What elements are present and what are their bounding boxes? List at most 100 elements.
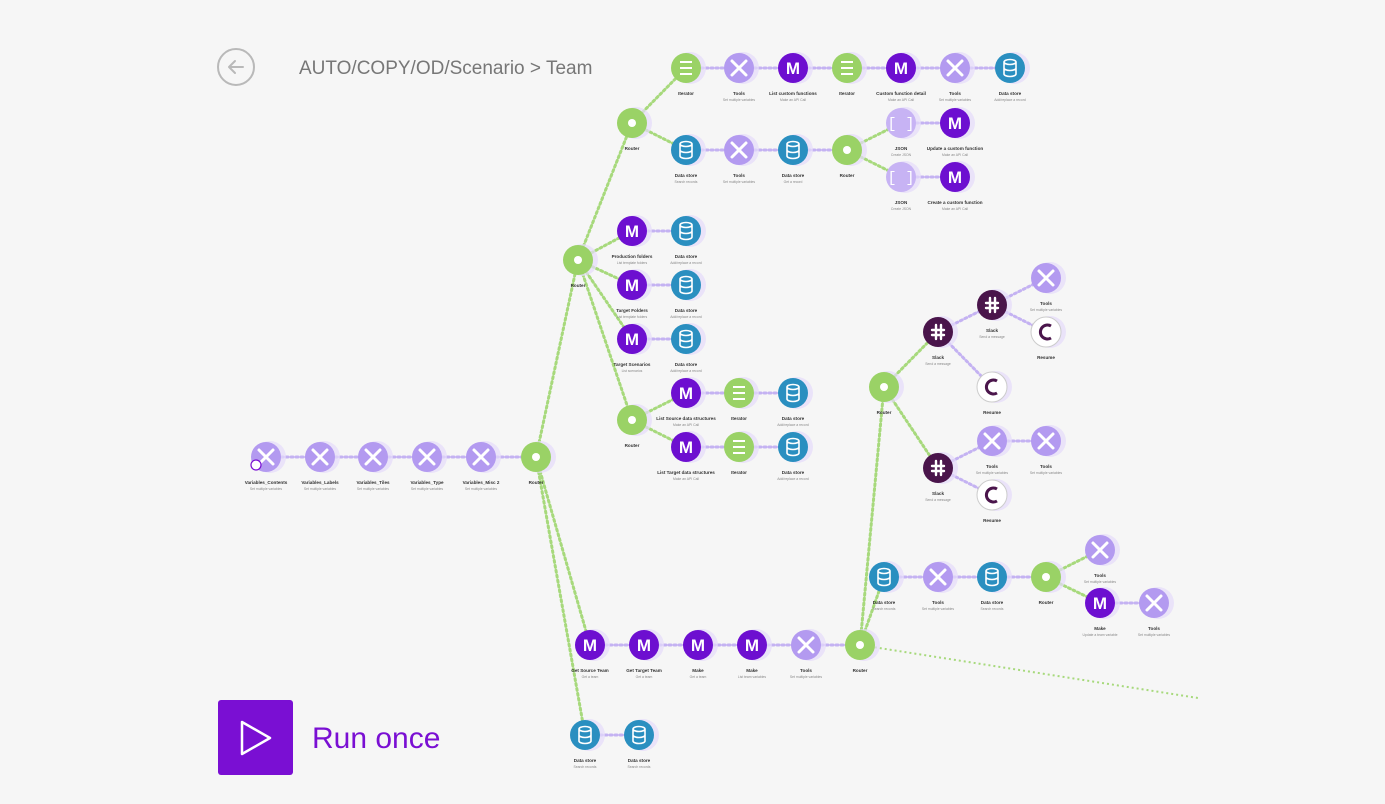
module-circle[interactable] — [737, 630, 767, 660]
module-circle[interactable] — [683, 630, 713, 660]
router-module[interactable]: Router — [521, 441, 556, 485]
connection-line[interactable] — [576, 121, 634, 262]
module-circle[interactable] — [629, 630, 659, 660]
iterator-module[interactable]: Iterator — [671, 52, 706, 96]
router-module[interactable]: Router — [832, 134, 867, 178]
resume-module[interactable]: Resume — [976, 479, 1012, 523]
connection-line[interactable] — [859, 644, 1199, 699]
module-circle[interactable] — [977, 290, 1007, 320]
trigger-clock-icon[interactable] — [250, 459, 262, 471]
router-module[interactable]: Router — [845, 629, 880, 673]
module-circle[interactable] — [671, 135, 701, 165]
iterator-module[interactable]: Iterator — [832, 52, 867, 96]
resume-module[interactable]: Resume — [1030, 316, 1066, 360]
module-circle[interactable] — [671, 432, 701, 462]
iterator-module[interactable]: Iterator — [724, 377, 759, 421]
module-circle[interactable] — [617, 324, 647, 354]
router-module[interactable]: Router — [563, 244, 598, 288]
run-once-button[interactable] — [218, 700, 293, 775]
module-circle[interactable] — [1085, 588, 1115, 618]
module-circle[interactable] — [671, 324, 701, 354]
module-circle[interactable] — [886, 162, 916, 192]
module-circle[interactable] — [886, 108, 916, 138]
module-circle[interactable] — [671, 216, 701, 246]
resume-module[interactable]: Resume — [976, 371, 1012, 415]
connection-line[interactable] — [534, 258, 580, 459]
module-circle[interactable] — [940, 108, 970, 138]
module-circle[interactable] — [977, 562, 1007, 592]
module-circle[interactable] — [575, 630, 605, 660]
module-circle[interactable] — [671, 378, 701, 408]
connection-line[interactable] — [576, 258, 634, 422]
module-circle[interactable] — [778, 378, 808, 408]
module-circle[interactable] — [886, 53, 916, 83]
router-module[interactable]: Router — [617, 107, 652, 151]
run-once-label[interactable]: Run once — [312, 722, 441, 755]
module-circle[interactable] — [778, 53, 808, 83]
connection-line[interactable] — [858, 385, 886, 647]
module-circle[interactable] — [1030, 316, 1062, 348]
module-circle[interactable] — [778, 432, 808, 462]
module-circle[interactable] — [869, 562, 899, 592]
module-circle[interactable] — [617, 270, 647, 300]
router-module[interactable]: Router — [869, 371, 904, 415]
module-circle[interactable] — [617, 216, 647, 246]
module-circle[interactable] — [778, 135, 808, 165]
iterator-module[interactable]: Iterator — [724, 431, 759, 475]
module-circle[interactable] — [976, 479, 1008, 511]
module-circle[interactable] — [995, 53, 1025, 83]
module-circle[interactable] — [940, 162, 970, 192]
back-button[interactable] — [217, 48, 255, 86]
module-circle[interactable] — [570, 720, 600, 750]
connection-line[interactable] — [534, 455, 592, 647]
router-module[interactable]: Router — [1031, 561, 1066, 605]
module-circle[interactable] — [923, 453, 953, 483]
module-circle[interactable] — [976, 371, 1008, 403]
router-module[interactable]: Router — [617, 404, 652, 448]
